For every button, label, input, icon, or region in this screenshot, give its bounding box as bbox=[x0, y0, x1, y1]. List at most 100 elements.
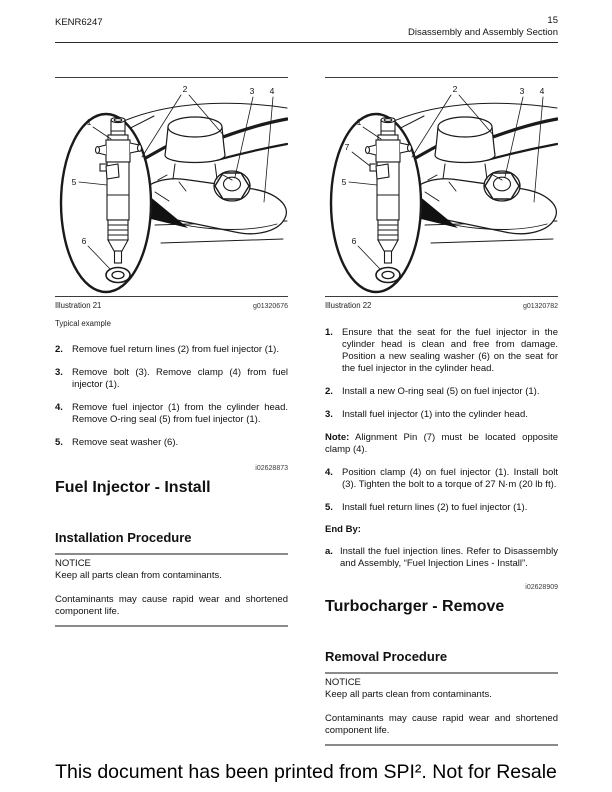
procedure-heading-installation: Installation Procedure bbox=[55, 530, 192, 545]
section-heading-fuel-injector-install: Fuel Injector - Install bbox=[55, 479, 211, 496]
step-letter: a. bbox=[325, 546, 333, 557]
header-right-block: 15 Disassembly and Assembly Section bbox=[408, 15, 558, 38]
illustration-22-figure: 1 7 5 6 2 3 4 bbox=[325, 78, 558, 296]
fuel-injector-detail bbox=[364, 116, 413, 284]
callout-1: 1 bbox=[357, 117, 362, 127]
note-label: Note: bbox=[325, 432, 350, 443]
fuel-injector-remove-diagram: 1 5 6 2 3 4 bbox=[59, 84, 288, 294]
magnifier-wedge bbox=[148, 195, 188, 228]
remove-step-4: 4. Remove fuel injector (1) from the cyl… bbox=[55, 402, 288, 426]
illustration-22-top-rule bbox=[325, 77, 558, 78]
sealing-washer bbox=[375, 266, 401, 284]
step-number: 3. bbox=[325, 409, 333, 420]
step-text: Install a new O-ring seal (5) on fuel in… bbox=[342, 386, 540, 397]
notice-title: NOTICE bbox=[325, 677, 361, 688]
column-right: 1 7 5 6 2 3 4 Illustration 22 g01320782 … bbox=[325, 70, 558, 746]
end-by-step-a: a. Install the fuel injection lines. Ref… bbox=[325, 546, 558, 570]
illustration-22-code: g01320782 bbox=[522, 303, 558, 310]
step-number: 4. bbox=[325, 467, 333, 478]
step-number: 4. bbox=[55, 402, 63, 413]
fuel-injector-detail bbox=[94, 116, 143, 284]
callout-3: 3 bbox=[250, 86, 255, 96]
install-step-5: 5. Install fuel return lines (2) to fuel… bbox=[325, 502, 558, 514]
step-text: Install fuel injector (1) into the cylin… bbox=[342, 409, 528, 420]
header-rule bbox=[55, 42, 558, 43]
header-doc-code: KENR6247 bbox=[55, 17, 103, 28]
callout-6: 6 bbox=[352, 236, 357, 246]
step-number: 1. bbox=[325, 327, 333, 338]
remove-step-3: 3. Remove bolt (3). Remove clamp (4) fro… bbox=[55, 367, 288, 391]
column-left: 1 5 6 2 3 4 Illustration 21 g01320676 Ty… bbox=[55, 70, 288, 627]
step-text: Remove fuel return lines (2) from fuel i… bbox=[72, 344, 279, 355]
step-text: Position clamp (4) on fuel injector (1).… bbox=[342, 467, 558, 490]
procedure-heading-removal: Removal Procedure bbox=[325, 649, 448, 664]
step-number: 3. bbox=[55, 367, 63, 378]
notice-title: NOTICE bbox=[55, 558, 91, 569]
illustration-21-subcaption: Typical example bbox=[55, 319, 111, 328]
step-text: Install fuel return lines (2) to fuel in… bbox=[342, 502, 528, 513]
illustration-21-figure: 1 5 6 2 3 4 bbox=[55, 78, 288, 296]
media-id-code: i02628873 bbox=[255, 465, 288, 472]
callout-6: 6 bbox=[82, 236, 87, 246]
install-step-3: 3. Install fuel injector (1) into the cy… bbox=[325, 409, 558, 421]
step-text: Remove bolt (3). Remove clamp (4) from f… bbox=[72, 367, 288, 390]
diagram-linework bbox=[329, 94, 558, 294]
step-number: 2. bbox=[55, 344, 63, 355]
step-number: 5. bbox=[55, 437, 63, 448]
header-page-number: 15 bbox=[547, 15, 558, 26]
step-number: 2. bbox=[325, 386, 333, 397]
section-heading-turbocharger-remove: Turbocharger - Remove bbox=[325, 598, 505, 615]
step-text: Remove seat washer (6). bbox=[72, 437, 179, 448]
magnifier-wedge bbox=[418, 195, 458, 228]
seat-washer bbox=[105, 266, 131, 284]
callout-5: 5 bbox=[342, 177, 347, 187]
callout-4: 4 bbox=[540, 86, 545, 96]
callout-numbers: 1 5 6 2 3 4 bbox=[72, 84, 275, 246]
callout-2: 2 bbox=[183, 84, 188, 94]
print-watermark-footer: This document has been printed from SPI²… bbox=[55, 761, 557, 783]
media-id-code: i02628909 bbox=[525, 584, 558, 591]
step-text: Remove fuel injector (1) from the cylind… bbox=[72, 402, 288, 425]
clamp-bolt bbox=[214, 172, 250, 200]
callout-3: 3 bbox=[520, 86, 525, 96]
illustration-21-code: g01320676 bbox=[252, 303, 288, 310]
fuel-return-line-right bbox=[483, 117, 558, 142]
illustration-21-bottom-rule bbox=[55, 296, 288, 297]
fuel-injector-install-diagram: 1 7 5 6 2 3 4 bbox=[329, 84, 558, 294]
notice-para-1: Keep all parts clean from contaminants. bbox=[55, 570, 222, 581]
step-text: Ensure that the seat for the fuel inject… bbox=[342, 327, 558, 374]
clamp-plate bbox=[139, 178, 287, 235]
callout-lines bbox=[348, 94, 544, 270]
remove-step-2: 2. Remove fuel return lines (2) from fue… bbox=[55, 344, 288, 356]
illustration-22-caption-row: Illustration 22 g01320782 bbox=[325, 300, 558, 313]
illustration-22-bottom-rule bbox=[325, 296, 558, 297]
callout-4: 4 bbox=[270, 86, 275, 96]
alignment-pin-note: Note: Alignment Pin (7) must be located … bbox=[325, 432, 558, 456]
notice-box: NOTICE Keep all parts clean from contami… bbox=[325, 672, 558, 746]
diagram-linework bbox=[59, 94, 288, 294]
illustration-21-top-rule bbox=[55, 77, 288, 78]
notice-para-2: Contaminants may cause rapid wear and sh… bbox=[55, 594, 288, 617]
notice-para-1: Keep all parts clean from contaminants. bbox=[325, 689, 492, 700]
callout-5: 5 bbox=[72, 177, 77, 187]
notice-box: NOTICE Keep all parts clean from contami… bbox=[55, 553, 288, 627]
step-number: 5. bbox=[325, 502, 333, 513]
clamp-bolt bbox=[484, 172, 520, 200]
note-text: Alignment Pin (7) must be located opposi… bbox=[325, 432, 558, 455]
install-step-1: 1. Ensure that the seat for the fuel inj… bbox=[325, 327, 558, 375]
callout-2: 2 bbox=[453, 84, 458, 94]
callout-7: 7 bbox=[345, 142, 350, 152]
fuel-return-line-right bbox=[213, 117, 288, 142]
remove-step-5: 5. Remove seat washer (6). bbox=[55, 437, 288, 449]
illustration-22-label: Illustration 22 bbox=[325, 301, 372, 310]
illustration-21-label: Illustration 21 bbox=[55, 301, 102, 310]
callout-lines bbox=[78, 94, 274, 270]
install-step-4: 4. Position clamp (4) on fuel injector (… bbox=[325, 467, 558, 491]
clamp-plate bbox=[409, 178, 557, 235]
callout-1: 1 bbox=[87, 117, 92, 127]
callout-numbers: 1 7 5 6 2 3 4 bbox=[342, 84, 545, 246]
notice-para-2: Contaminants may cause rapid wear and sh… bbox=[325, 713, 558, 736]
end-by-label: End By: bbox=[325, 524, 361, 535]
illustration-21-caption-row: Illustration 21 g01320676 bbox=[55, 300, 288, 313]
